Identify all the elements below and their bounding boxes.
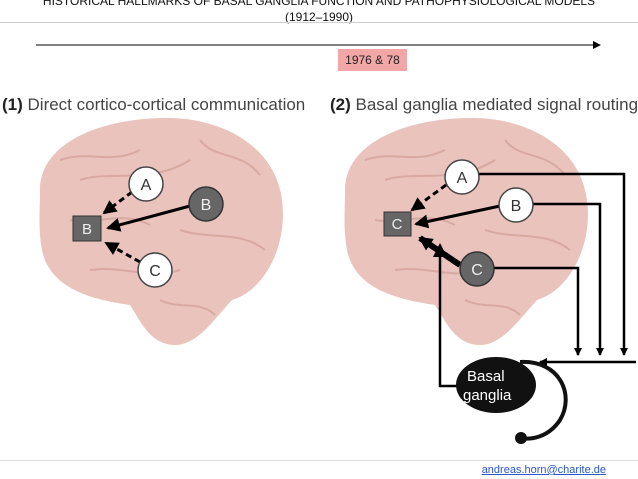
brain-right [344, 117, 588, 345]
node-c-right: C [459, 251, 495, 287]
panel-left-heading: (1) Direct cortico-cortical communicatio… [2, 95, 305, 115]
panel-right-number: (2) [330, 95, 351, 114]
target-box-left: B [72, 215, 102, 242]
basal-ganglia-label-1: Basal [467, 368, 505, 385]
arrow-a-to-b [102, 190, 133, 215]
node-a-right: A [444, 159, 480, 195]
node-a-left-label: A [141, 177, 152, 194]
route-c [494, 266, 582, 356]
header-divider [0, 22, 638, 23]
target-box-right-label: C [392, 216, 403, 233]
panel-right-heading: (2) Basal ganglia mediated signal routin… [330, 95, 638, 115]
panel-right-heading-text: Basal ganglia mediated signal routing [355, 95, 638, 114]
route-b [533, 202, 604, 356]
footer-divider [0, 460, 638, 461]
target-box-left-label: B [82, 221, 92, 238]
node-a-left: A [128, 166, 164, 202]
target-box-right: C [383, 211, 412, 237]
node-b-left-label: B [201, 197, 212, 214]
panel-left-heading-text: Direct cortico-cortical communication [27, 95, 306, 114]
route-bg-output [433, 243, 462, 388]
node-c-right-label: C [471, 262, 483, 279]
node-b-right: B [498, 187, 534, 223]
arrow-b-to-b [106, 204, 191, 232]
arrow-c-to-b [104, 241, 141, 264]
node-b-right-label: B [511, 198, 522, 215]
arrow-b-to-c [414, 204, 501, 229]
panel-left-number: (1) [2, 95, 23, 114]
timeline-badge: 1976 & 78 [338, 49, 407, 71]
slide-title: HISTORICAL HALLMARKS OF BASAL GANGLIA FU… [42, 0, 596, 8]
node-a-right-label: A [457, 170, 468, 187]
basal-ganglia-shape: Basal ganglia [456, 357, 568, 444]
node-b-left: B [188, 186, 224, 222]
slide-subtitle: (1912–1990) [284, 10, 354, 24]
node-c-left: C [137, 252, 173, 288]
node-c-left-label: C [149, 263, 161, 280]
basal-ganglia-label-2: ganglia [463, 387, 512, 404]
route-a [478, 172, 628, 356]
arrow-a-to-c [410, 183, 447, 212]
author-email-link[interactable]: andreas.horn@charite.de [481, 464, 606, 476]
